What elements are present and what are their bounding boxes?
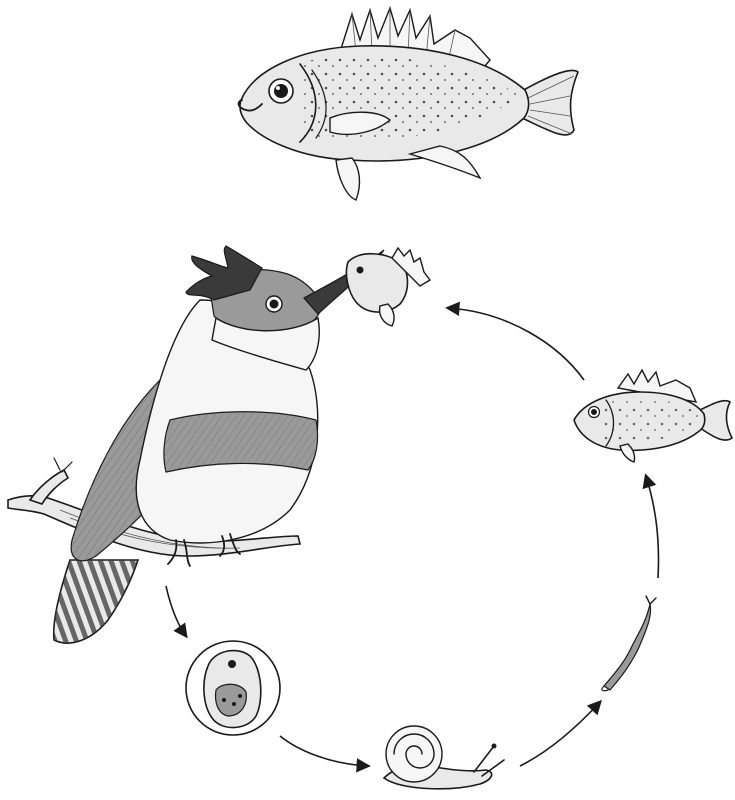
adult-sunfish — [239, 8, 578, 200]
arrow-cercaria-to-fish — [646, 476, 659, 578]
kingfisher-bird — [8, 246, 384, 643]
snail — [384, 726, 504, 789]
fish-in-beak — [346, 248, 430, 326]
arrow-snail-to-cercaria — [520, 702, 600, 766]
parasite-egg — [186, 641, 280, 735]
cercaria-larva — [602, 596, 656, 691]
infected-sunfish — [574, 370, 732, 462]
arrow-fish-to-bird — [448, 308, 584, 380]
arrow-egg-to-snail — [280, 736, 368, 766]
arrow-bird-to-egg — [166, 586, 186, 636]
